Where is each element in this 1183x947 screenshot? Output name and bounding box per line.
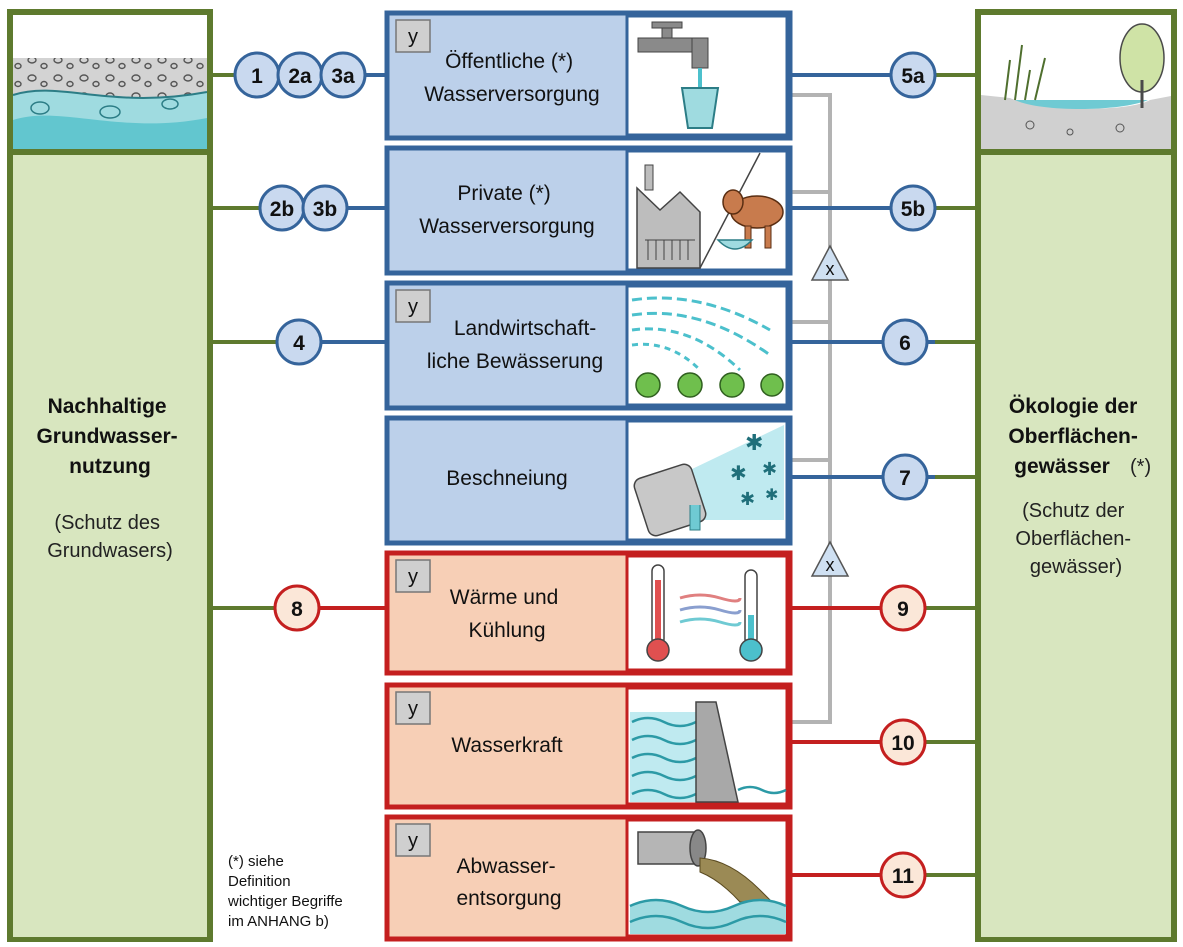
number-7: 7: [899, 467, 911, 490]
number-2a: 2a: [288, 65, 312, 88]
number-4: 4: [293, 332, 305, 355]
surface-water-icon: [981, 15, 1171, 155]
number-8: 8: [291, 598, 303, 621]
row-wastewater-disposal: y Abwasser- entsorgung 11: [384, 814, 978, 942]
number-5a: 5a: [901, 65, 925, 88]
snow-cannon-icon: ✱ ✱ ✱ ✱ ✱: [633, 425, 784, 537]
left-panel-title: Nachhaltige Grundwasser- nutzung: [36, 395, 183, 478]
tag-y: y: [408, 698, 418, 720]
svg-text:✱: ✱: [762, 459, 777, 479]
box-label-private-water-supply: Private (*) Wasserversorgung: [419, 182, 594, 238]
number-1: 1: [251, 65, 263, 88]
water-tap-icon: [637, 21, 720, 129]
row-public-water-supply: y Öffentliche (*) Wasserversorgung 1 2a …: [210, 10, 978, 141]
row-snowmaking: ✱ ✱ ✱ ✱ ✱ Beschneiung 7: [384, 415, 978, 546]
row-heating-cooling: y Wärme und Kühlung 8 9: [210, 550, 978, 676]
number-2b: 2b: [270, 198, 295, 221]
row-hydropower: y Wasserkraft 10: [384, 682, 978, 810]
right-panel-subtitle: (Schutz der Oberflächen- gewässer): [1015, 500, 1136, 578]
right-panel-title: Ökologie der Oberflächen- gewässer: [1008, 395, 1143, 478]
tag-y: y: [408, 26, 418, 48]
number-3b: 3b: [313, 198, 338, 221]
number-3a: 3a: [331, 65, 355, 88]
row-agricultural-irrigation: y Landwirtschaft- liche Bewässerung 4 6: [210, 280, 978, 411]
svg-text:✱: ✱: [765, 487, 778, 504]
svg-text:✱: ✱: [730, 463, 747, 485]
number-11: 11: [892, 865, 915, 888]
irrigation-icon: [631, 296, 771, 372]
row-private-water-supply: Private (*) Wasserversorgung 2b 3b 5b: [210, 145, 978, 276]
left-panel: Nachhaltige Grundwasser- nutzung (Schutz…: [7, 9, 213, 943]
box-label-hydropower: Wasserkraft: [451, 734, 562, 757]
right-panel: Ökologie der Oberflächen- gewässer (*) (…: [975, 9, 1177, 943]
box-label-wastewater-disposal: Abwasser- entsorgung: [456, 855, 561, 910]
groundwater-icon: [12, 15, 208, 155]
tag-y: y: [408, 566, 418, 588]
thermometer-icon: [646, 564, 763, 662]
footnote: (*) siehe Definition wichtiger Begriffe …: [227, 853, 347, 930]
tag-y: y: [408, 296, 418, 318]
box-label-heating-cooling: Wärme und Kühlung: [450, 586, 564, 642]
factory-cow-icon: [636, 152, 784, 269]
svg-text:✱: ✱: [745, 430, 763, 455]
box-label-agricultural-irrigation: Landwirtschaft- liche Bewässerung: [427, 317, 603, 373]
left-panel-subtitle: (Schutz des Grundwasers): [47, 512, 173, 562]
svg-text:x: x: [826, 555, 835, 575]
hydropower-dam-icon: [630, 701, 787, 803]
x-marker-2: x: [810, 540, 850, 577]
number-10: 10: [891, 732, 914, 755]
svg-text:x: x: [826, 259, 835, 279]
box-label-public-water-supply: Öffentliche (*) Wasserversorgung: [424, 50, 599, 106]
number-6: 6: [899, 332, 911, 355]
box-label-snowmaking: Beschneiung: [446, 467, 567, 490]
number-5b: 5b: [901, 198, 926, 221]
x-marker-1: x: [810, 244, 850, 281]
right-panel-title-suffix: (*): [1130, 456, 1151, 478]
number-9: 9: [897, 598, 909, 621]
svg-text:✱: ✱: [740, 489, 755, 509]
tag-y: y: [408, 830, 418, 852]
gray-connector-lines: [790, 93, 832, 724]
wastewater-pipe-icon: [629, 829, 787, 934]
